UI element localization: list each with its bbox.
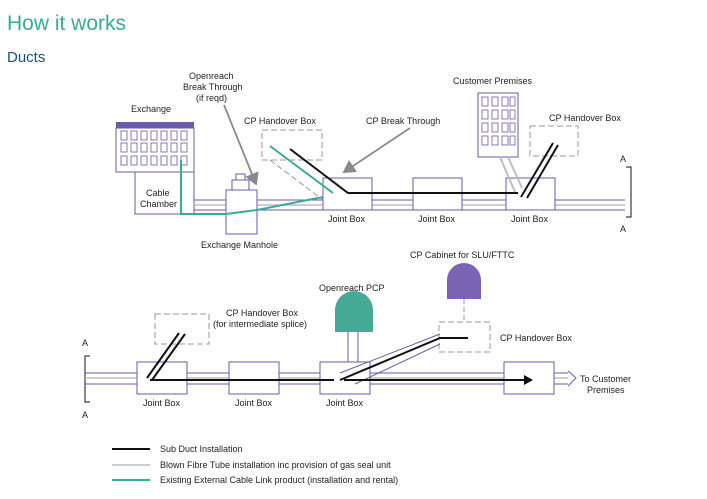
cable-chamber <box>134 171 195 215</box>
joint-box-bottom-1-label: Joint Box <box>143 398 181 408</box>
section-label-bottom-1: A <box>82 338 88 348</box>
cp-handover-box-bottom-left <box>154 313 210 345</box>
cp-handover-box-bottom-right <box>438 321 491 353</box>
legend-label-sub-duct: Sub Duct Installation <box>160 444 243 454</box>
exchange-manhole <box>225 173 258 235</box>
openreach-pcp-label: Openreach PCP <box>319 283 385 293</box>
exchange-building <box>115 122 195 173</box>
sub-duct-bottom-left-2 <box>146 332 180 379</box>
cp-break-through-arrow <box>342 127 411 173</box>
legend-label-blown-fibre: Blown Fibre Tube installation inc provis… <box>160 460 391 470</box>
cp-handover-dash-link <box>269 159 324 201</box>
section-label-top-1: A <box>620 154 626 164</box>
sub-duct-bottom-left-1 <box>151 333 186 381</box>
joint-box-bottom-3 <box>319 361 371 395</box>
existing-cable-link-branch <box>269 145 334 194</box>
cable-chamber-label-2: Chamber <box>140 199 177 209</box>
to-customer-label-2: Premises <box>587 385 625 395</box>
openreach-break-arrow <box>223 104 259 186</box>
sub-duct-arrow-head <box>524 375 533 385</box>
cp-handover-bottom-left-label-2: (for intermediate splice) <box>213 319 307 329</box>
joint-box-top-2-label: Joint Box <box>418 214 456 224</box>
openreach-pcp-cabinet <box>335 291 373 332</box>
joint-box-bottom-2-label: Joint Box <box>235 398 273 408</box>
section-label-bottom-2: A <box>82 410 88 420</box>
cp-cabinet-label: CP Cabinet for SLU/FTTC <box>410 250 515 260</box>
joint-box-top-1-label: Joint Box <box>328 214 366 224</box>
sub-duct-top <box>289 148 518 194</box>
existing-cable-link-line <box>180 160 324 215</box>
openreach-break-label-2: Break Through <box>183 82 242 92</box>
cp-handover-bottom-right-label: CP Handover Box <box>500 333 572 343</box>
section-bracket-top <box>626 166 632 218</box>
sub-duct-top-right-2 <box>520 142 554 198</box>
sub-duct-cp-cabinet <box>339 337 468 381</box>
top-duct-pipe-overlay <box>372 199 506 211</box>
exchange-label: Exchange <box>131 104 171 114</box>
joint-box-bottom-2 <box>228 361 280 395</box>
to-customer-arrow <box>567 370 577 387</box>
exchange-manhole-label: Exchange Manhole <box>201 240 278 250</box>
cable-chamber-label-1: Cable <box>146 188 170 198</box>
openreach-break-label-3: (if reqd) <box>196 93 227 103</box>
customer-premises-feed <box>499 156 523 193</box>
cp-handover-top-right-label: CP Handover Box <box>549 113 621 123</box>
joint-box-top-3-label: Joint Box <box>511 214 549 224</box>
legend-label-existing-link: Existing External Cable Link product (in… <box>160 475 398 485</box>
page-title: How it works <box>7 12 127 35</box>
cp-cabinet <box>447 263 481 299</box>
cp-handover-box-top-right <box>529 125 579 157</box>
cp-handover-top-left-label: CP Handover Box <box>244 116 316 126</box>
legend: Sub Duct Installation Blown Fibre Tube i… <box>112 444 398 485</box>
bottom-duct-pipe-overlay <box>187 372 504 385</box>
section-label-top-2: A <box>620 224 626 234</box>
cp-handover-bottom-left-label-1: CP Handover Box <box>226 308 298 318</box>
cp-cabinet-duct <box>339 333 441 385</box>
page-subtitle: Ducts <box>7 49 46 66</box>
joint-box-bottom-3-label: Joint Box <box>326 398 364 408</box>
sub-duct-top-right-1 <box>526 144 559 199</box>
cp-handover-box-top-left <box>261 129 323 161</box>
customer-premises-label: Customer Premises <box>453 76 533 86</box>
section-bracket-bottom <box>84 355 90 403</box>
openreach-break-label-1: Openreach <box>189 71 234 81</box>
openreach-pcp-duct <box>347 332 359 362</box>
customer-premises-building <box>477 92 519 158</box>
cp-break-through-label: CP Break Through <box>366 116 440 126</box>
to-customer-label-1: To Customer <box>580 374 631 384</box>
